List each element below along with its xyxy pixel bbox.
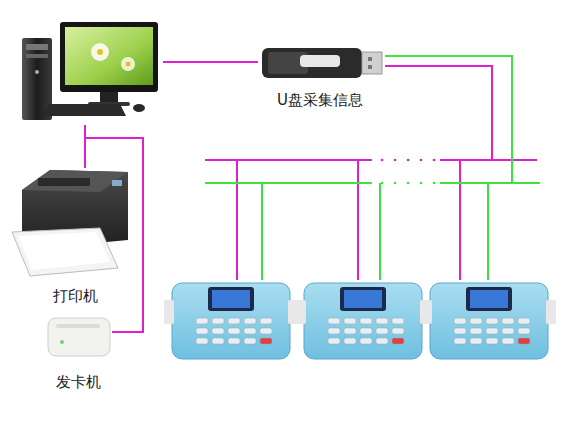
printer: 打印机 xyxy=(49,286,102,307)
device-label: 打印机 xyxy=(50,286,101,307)
usb-drive: U盘采集信息 xyxy=(273,90,367,111)
card-issuer: 发卡机 xyxy=(52,372,105,393)
device-label: U盘采集信息 xyxy=(274,90,366,111)
device-label: 发卡机 xyxy=(53,372,104,393)
